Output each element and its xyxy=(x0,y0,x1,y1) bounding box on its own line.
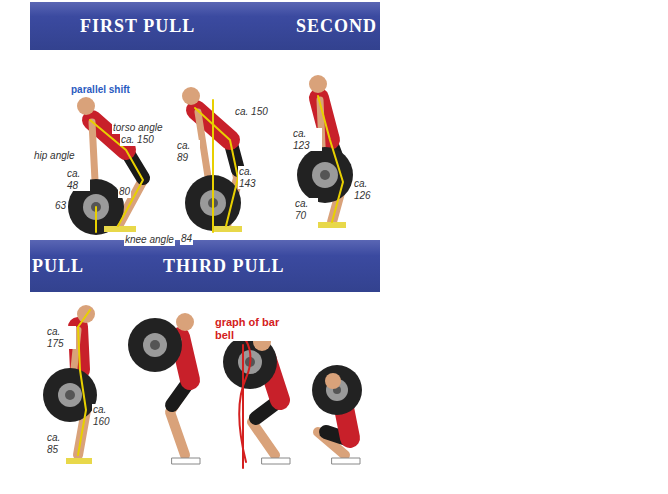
pull-heading: FIRST PULL xyxy=(80,16,195,37)
angle-label: ca. 89 xyxy=(176,140,200,163)
angle-label: ca. 123 xyxy=(292,128,322,151)
angle-label: torso angle xyxy=(112,122,163,134)
angle-label: ca. 143 xyxy=(238,166,268,189)
angle-label: ca. 70 xyxy=(294,198,318,221)
pull-heading: THIRD PULL xyxy=(163,256,285,277)
angle-label: 80 xyxy=(118,186,131,198)
angle-label: ca. 160 xyxy=(92,404,122,427)
angle-label: ca. 150 xyxy=(120,134,155,146)
pull-heading: PULL xyxy=(32,256,84,277)
angle-label: 84 xyxy=(180,233,193,245)
angle-label: knee angle xyxy=(124,234,175,246)
angle-label: ca. 150 xyxy=(234,106,269,118)
shift-label: parallel shift xyxy=(70,84,131,96)
angle-label: ca. 126 xyxy=(353,178,383,201)
angle-label: hip angle xyxy=(33,150,76,162)
angle-label: ca. 48 xyxy=(66,168,90,191)
angle-label: ca. 85 xyxy=(46,432,70,455)
pull-heading: SECOND xyxy=(296,16,377,37)
title-band: PULL THIRD PULL xyxy=(30,240,380,292)
graph-label: graph of bar bell xyxy=(214,316,294,341)
angle-label: ca. 175 xyxy=(46,326,76,349)
angle-label: 63 xyxy=(54,200,67,212)
title-band: FIRST PULL SECOND xyxy=(30,2,380,50)
